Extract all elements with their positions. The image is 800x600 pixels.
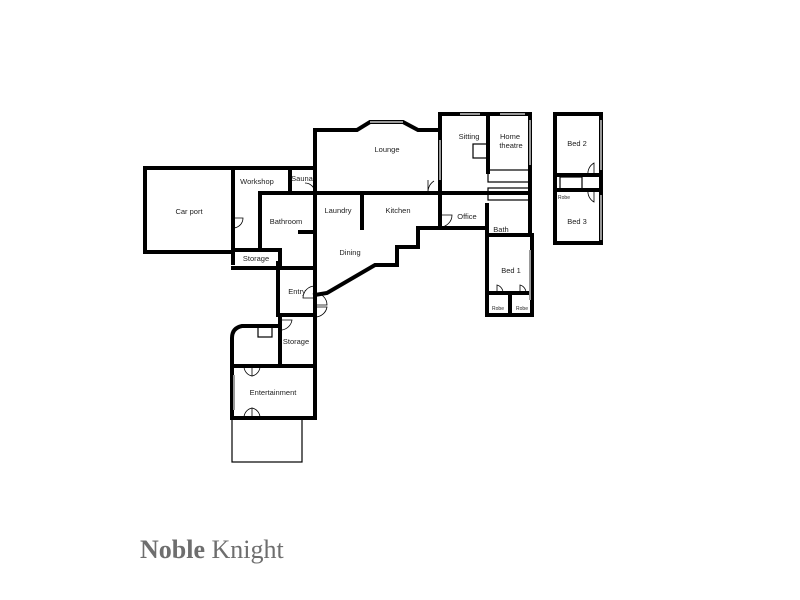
doors [232, 162, 595, 419]
deck-outline [231, 417, 303, 463]
room-bed-1: Bed 1 [501, 266, 521, 275]
room-sitting: Sitting [459, 132, 480, 141]
windows [233, 113, 602, 410]
room-entry: Entry [288, 287, 306, 296]
room-car-port: Car port [175, 207, 203, 216]
room-entertainment: Entertainment [250, 388, 298, 397]
brand-regular: Knight [211, 535, 284, 564]
room-home-theatre-line1: Home [500, 132, 520, 141]
room-bed-3: Bed 3 [567, 217, 587, 226]
room-robe-2: Robe [516, 306, 528, 312]
walls [143, 112, 603, 420]
brand-bold: Noble [140, 535, 205, 564]
room-home-theatre-line2: theatre [499, 141, 522, 150]
brand-logo: Noble Knight [140, 535, 284, 565]
room-workshop: Workshop [240, 177, 274, 186]
room-sauna: Sauna [291, 174, 314, 183]
room-robe-1: Robe [492, 306, 504, 312]
room-dining: Dining [339, 248, 360, 257]
room-labels: Car port Workshop Sauna Bathroom Storage… [175, 132, 586, 397]
room-bath: Bath [493, 225, 508, 234]
room-robe-3: Robe [558, 195, 570, 201]
room-bathroom: Bathroom [270, 217, 303, 226]
room-storage: Storage [243, 254, 269, 263]
room-office: Office [457, 212, 476, 221]
room-laundry: Laundry [324, 206, 351, 215]
room-lounge: Lounge [374, 145, 399, 154]
stairs [257, 143, 583, 338]
room-bed-2: Bed 2 [567, 139, 587, 148]
room-storage-2: Storage [283, 337, 309, 346]
room-kitchen: Kitchen [385, 206, 410, 215]
